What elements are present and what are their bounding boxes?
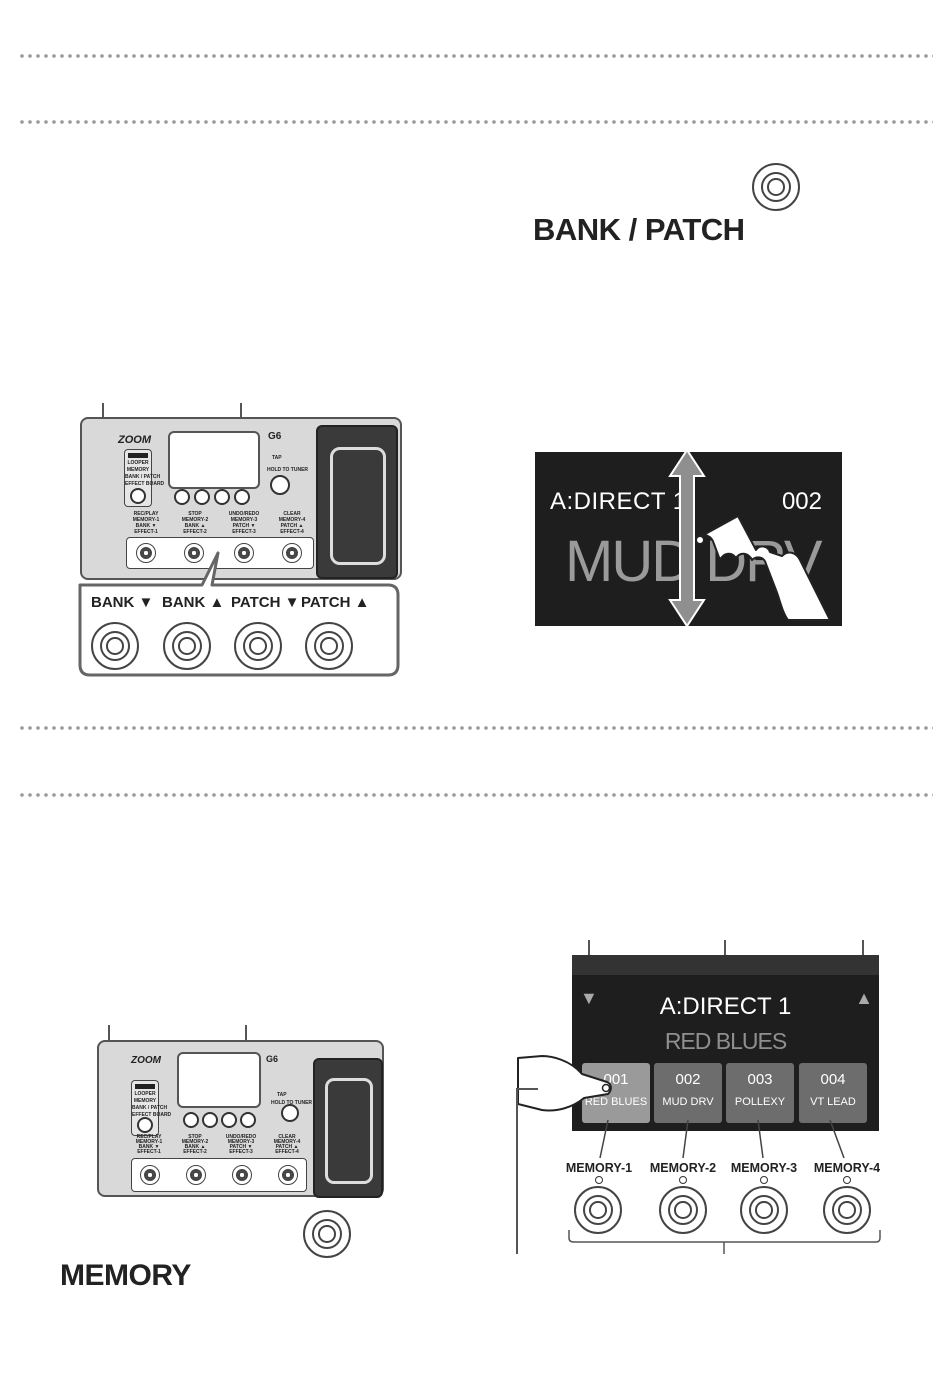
knob[interactable] bbox=[183, 1112, 199, 1128]
memory-1-led bbox=[595, 1176, 603, 1184]
patch-down-footswitch[interactable] bbox=[234, 622, 282, 670]
tap-switch[interactable] bbox=[270, 475, 290, 495]
bank-down-footswitch[interactable] bbox=[91, 622, 139, 670]
footswitch-icon bbox=[752, 163, 800, 211]
memory-tile-3[interactable]: 003 POLLEXY bbox=[726, 1063, 794, 1123]
memory-1-label: MEMORY-1 bbox=[565, 1161, 633, 1175]
tap-label: TAP bbox=[272, 455, 282, 461]
touchscreen[interactable] bbox=[177, 1052, 261, 1108]
memory-2-label: MEMORY-2 bbox=[649, 1161, 717, 1175]
memory-3-led bbox=[760, 1176, 768, 1184]
footswitch-bracket bbox=[568, 1230, 881, 1254]
knob[interactable] bbox=[234, 489, 250, 505]
mode-button-group[interactable]: LOOPER MEMORY BANK / PATCH EFFECT BOARD bbox=[131, 1080, 171, 1136]
expression-pedal[interactable] bbox=[316, 425, 398, 579]
mode-button-group[interactable]: LOOPER MEMORY BANK / PATCH EFFECT BOARD bbox=[124, 449, 164, 507]
memory-tile-4[interactable]: 004 VT LEAD bbox=[799, 1063, 867, 1123]
knob[interactable] bbox=[202, 1112, 218, 1128]
mode-switch[interactable] bbox=[137, 1117, 153, 1133]
mode-switch[interactable] bbox=[130, 488, 146, 504]
memory-heading: MEMORY bbox=[60, 1259, 191, 1292]
memory-4-led bbox=[843, 1176, 851, 1184]
memory-screen[interactable]: ▼ ▲ A:DIRECT 1 RED BLUES 001 RED BLUES 0… bbox=[572, 955, 879, 1131]
patch-up-label: PATCH ▲ bbox=[301, 594, 370, 611]
patch-down-label: PATCH ▼ bbox=[231, 594, 300, 611]
bank-up-footswitch[interactable] bbox=[163, 622, 211, 670]
tap-gesture bbox=[517, 1055, 612, 1112]
memory-3-label: MEMORY-3 bbox=[730, 1161, 798, 1175]
g6-device-body: ZOOM G6 LOOPER MEMORY BANK / PATCH EFFEC… bbox=[80, 417, 402, 580]
knob[interactable] bbox=[174, 489, 190, 505]
model-name: G6 bbox=[268, 431, 282, 442]
brand-logo: ZOOM bbox=[118, 434, 151, 446]
knob[interactable] bbox=[194, 489, 210, 505]
tuner-label: HOLD TO TUNER bbox=[267, 467, 309, 473]
patch-name: RED BLUES bbox=[664, 1028, 787, 1054]
memory-2-footswitch[interactable] bbox=[659, 1186, 707, 1234]
memory-4-label: MEMORY-4 bbox=[813, 1161, 881, 1175]
knob[interactable] bbox=[240, 1112, 256, 1128]
g6-device-body: ZOOM G6 LOOPER MEMORY BANK / PATCH EFFEC… bbox=[97, 1040, 384, 1198]
swipe-gesture bbox=[668, 448, 831, 628]
memory-2-led bbox=[679, 1176, 687, 1184]
knob[interactable] bbox=[214, 489, 230, 505]
dotted-divider bbox=[18, 53, 933, 59]
bank-patch-heading: BANK / PATCH bbox=[533, 212, 745, 247]
dotted-divider bbox=[18, 725, 933, 731]
patch-up-footswitch[interactable] bbox=[305, 622, 353, 670]
bank-down-label: BANK ▼ bbox=[91, 594, 154, 611]
expression-pedal[interactable] bbox=[313, 1058, 383, 1198]
memory-4-footswitch[interactable] bbox=[823, 1186, 871, 1234]
dotted-divider bbox=[18, 792, 933, 798]
knob[interactable] bbox=[221, 1112, 237, 1128]
tile-connectors bbox=[599, 1119, 845, 1159]
bank-name: A:DIRECT 1 bbox=[550, 488, 687, 515]
touchscreen[interactable] bbox=[168, 431, 260, 489]
memory-1-footswitch[interactable] bbox=[574, 1186, 622, 1234]
memory-tile-2[interactable]: 002 MUD DRV bbox=[654, 1063, 722, 1123]
patch-number: 002 bbox=[781, 488, 822, 515]
tap-switch[interactable] bbox=[281, 1104, 299, 1122]
scroll-down-arrow-icon[interactable]: ▼ bbox=[580, 988, 598, 1008]
memory-3-footswitch[interactable] bbox=[740, 1186, 788, 1234]
bank-name: A:DIRECT 1 bbox=[659, 993, 792, 1020]
dotted-divider bbox=[18, 119, 933, 125]
footswitch-icon bbox=[303, 1210, 351, 1258]
scroll-up-arrow-icon[interactable]: ▲ bbox=[855, 988, 873, 1008]
bank-up-label: BANK ▲ bbox=[162, 594, 225, 611]
